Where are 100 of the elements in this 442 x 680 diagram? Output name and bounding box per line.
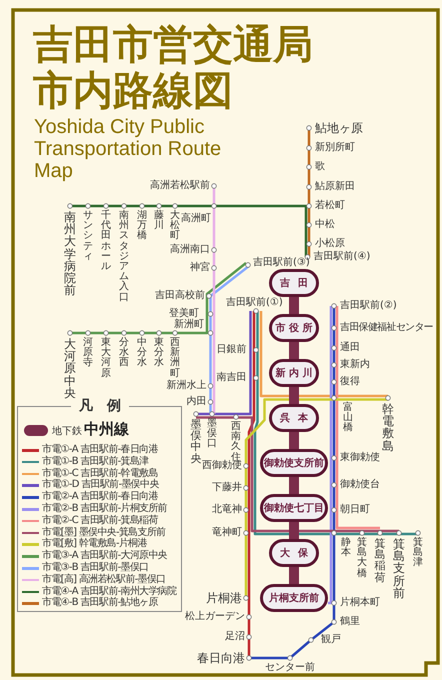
station-name: 吉田高校前: [155, 291, 205, 301]
subway-line: [289, 522, 299, 539]
station-name: 日銀前: [216, 345, 246, 355]
station-name: 朝日町: [340, 505, 370, 515]
station-pill: [269, 269, 319, 297]
subway-line: [289, 477, 299, 494]
subway-line: [289, 387, 299, 404]
station-name: 富山橋: [343, 403, 353, 434]
station-name: 松上ガーデン: [185, 612, 245, 622]
station-name: 南州大学病院前: [64, 211, 76, 297]
station-name: 西南久住: [231, 422, 241, 463]
station-name: 大河原中央: [64, 338, 76, 400]
station-name: 鶴里: [340, 617, 360, 627]
station-pill: [269, 359, 319, 387]
station-name: 片桐港: [206, 592, 242, 604]
station-name: 新内川: [276, 366, 316, 380]
station-name: 東御勅使: [340, 453, 380, 463]
title: 吉田市営交通局市内路線図: [33, 22, 314, 114]
station-name: 墨俣中央: [190, 419, 202, 464]
legend-title: 凡 例: [71, 398, 129, 414]
station-name: 春日向港: [197, 652, 245, 664]
legend-text: 中州線: [84, 422, 129, 437]
station-name: 竜神町: [212, 528, 242, 538]
station-name: 大松町: [170, 211, 180, 242]
station-name: 吉田駅前(③): [253, 258, 310, 268]
station-name: 中松: [315, 220, 335, 230]
legend-text: 市電[高] 高洲若松駅前-墨俣口: [42, 574, 166, 585]
subway-line: [289, 432, 299, 449]
station-name: 藤川: [154, 211, 164, 232]
station-name: 内田: [186, 397, 206, 407]
station-name: 分水西: [119, 338, 129, 369]
station-name: 高洲南口: [170, 245, 210, 255]
station-name: 観戸: [321, 635, 341, 645]
station-name: 復得: [340, 377, 360, 387]
legend-text: 市電[墨] 墨俣中央-箕島支所前: [42, 528, 166, 538]
station-name: 吉田駅前(①): [226, 298, 283, 308]
station-pill: [260, 494, 328, 522]
station-name: 下藤井: [212, 483, 242, 493]
station-name: 足沼: [225, 632, 245, 642]
legend-text: 市電②-C 吉田駅前-箕島稲荷: [42, 516, 158, 526]
legend-text: 市電③-A 吉田駅前-大河原中央: [42, 551, 168, 562]
station-name: 幹電敷島: [382, 403, 394, 452]
station-name: 吉田駅前(④): [314, 252, 370, 262]
station-name: 登美町: [169, 309, 199, 319]
station-name: 若松町: [315, 201, 345, 211]
station-name: 御勅使支所前: [264, 456, 324, 470]
station-name: 西御勅使: [202, 461, 242, 471]
station-name: 墨俣口: [207, 419, 217, 450]
station-name: 静本: [341, 538, 351, 558]
subway-line: [289, 342, 299, 359]
station-name: 市役所: [276, 321, 316, 335]
station-name: 南州スタジアム入口: [119, 211, 129, 303]
legend-text: 市電④-A 吉田駅前-南州大学病院: [42, 586, 176, 597]
station-pill: [269, 539, 319, 567]
station-name: 高洲町: [181, 214, 211, 224]
legend-text: 市電②-B 吉田駅前-片桐支所前: [42, 504, 168, 514]
station-name: 鮎地ヶ原: [315, 122, 363, 134]
station-name: 西新洲町: [170, 338, 180, 379]
station-name: 小松原: [315, 239, 345, 249]
legend-text: 市電[敷] 幹電敷島-片桐港: [42, 539, 147, 550]
legend-text: 地下鉄: [52, 427, 82, 437]
station-name: 新別所町: [315, 143, 355, 153]
station-name: 歌: [315, 162, 325, 172]
station-name: 鮎原新田: [315, 182, 355, 192]
station-name: 南吉田: [216, 373, 246, 383]
station-pill: [269, 404, 319, 432]
station-name: 東大河原: [101, 338, 111, 379]
legend-text: 市電④-B 吉田駅前-鮎地ヶ原: [42, 598, 158, 608]
legend-text: 市電①-D 吉田駅前-墨俣中央: [42, 480, 159, 490]
station-name: 大保: [280, 546, 316, 560]
legend-text: 市電①-A 吉田駅前-春日向港: [42, 445, 158, 455]
station-name: 片桐支所前: [269, 592, 319, 605]
station-name: 箕島大橋: [357, 538, 367, 579]
station-name: 新洲町: [174, 320, 204, 330]
station-name: 御勅使七丁目: [264, 502, 324, 515]
station-name: 吉田駅前(②): [340, 301, 397, 311]
station-name: センター前: [265, 663, 315, 673]
station-name: 高洲若松駅前: [150, 181, 210, 191]
legend-text: 市電③-B 吉田駅前-墨俣口: [42, 563, 148, 573]
station-name: 片桐本町: [340, 598, 380, 608]
station-name: 箕島津: [413, 538, 423, 569]
station-name: 吉田: [280, 276, 316, 290]
station-name: 東新内: [340, 360, 370, 370]
legend-text: 市電①-B 吉田駅前-箕島津: [42, 456, 148, 467]
station-name: 中分水: [137, 338, 147, 369]
station-pill: [269, 314, 319, 342]
station-pill: [260, 449, 328, 477]
station-name: サンシティ: [83, 211, 93, 262]
station-name: 湖万橋: [137, 211, 147, 242]
station-name: 北竜神: [212, 505, 242, 515]
station-name: 河原寺: [83, 338, 93, 369]
legend-text: 市電②-A 吉田駅前-春日向港: [42, 492, 158, 502]
station-name: 箕島支所前: [393, 538, 405, 600]
station-name: 吉田保健福祉センター: [340, 323, 434, 333]
subway-line: [289, 297, 299, 314]
station-pill: [260, 584, 328, 612]
station-name: 東分水: [154, 338, 164, 369]
legend-text: 市電①-C 吉田駅前-幹電敷島: [42, 468, 158, 479]
station-name: 呉本: [280, 412, 316, 425]
station-name: 通田: [340, 343, 360, 353]
